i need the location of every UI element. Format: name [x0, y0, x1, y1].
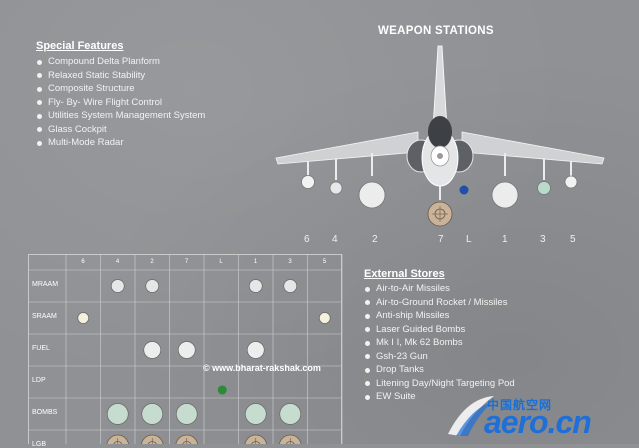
column-header: 5 [322, 259, 327, 265]
store-icon-fuel-tank [246, 341, 265, 359]
store-icon-lgb [244, 434, 267, 444]
store-icon-fuel-tank [177, 341, 196, 359]
feature-item: Compound Delta Planform [36, 55, 205, 69]
aero-logo-wing-icon [448, 396, 494, 436]
store-item: Anti-ship Missiles [364, 309, 515, 323]
row-label: LDP [32, 377, 46, 384]
column-header: 1 [253, 259, 258, 265]
feature-item: Composite Structure [36, 82, 205, 96]
store-icon-bomb [141, 403, 164, 425]
store-icon-mraam [145, 279, 160, 293]
special-features-list: Compound Delta Planform Relaxed Static S… [36, 55, 205, 150]
station-number: 3 [540, 234, 546, 245]
store-icon-mraam [248, 279, 263, 293]
store-icon-sraam [318, 312, 331, 324]
feature-item: Fly- By- Wire Flight Control [36, 96, 205, 110]
store-item: EW Suite [364, 390, 515, 404]
row-label: MRAAM [32, 281, 59, 288]
column-header: 3 [288, 259, 292, 265]
watermark-text: © www.bharat-rakshak.com [203, 363, 321, 373]
store-icon-sraam [77, 312, 90, 324]
store-icon-ldp [217, 385, 227, 395]
row-label: BOMBS [32, 409, 58, 416]
station-number: 4 [332, 234, 338, 245]
aircraft-front-view [275, 45, 605, 227]
special-features-section: Special Features Compound Delta Planform… [36, 40, 205, 150]
special-features-title: Special Features [36, 40, 124, 52]
column-header: 2 [150, 259, 154, 265]
logo-english-text: aero.cn [484, 404, 592, 440]
store-icon-lgb [106, 434, 129, 444]
logo-chinese-text: 中国航空网 [487, 398, 553, 412]
store-icon-lgb [175, 434, 198, 444]
row-label: SRAAM [32, 313, 57, 320]
store-item: Litening Day/Night Targeting Pod [364, 377, 515, 391]
external-stores-title: External Stores [364, 268, 445, 280]
store-icon-bomb [106, 403, 129, 425]
store-icon-bomb [175, 403, 198, 425]
column-header: 6 [81, 259, 85, 265]
column-header: 7 [184, 259, 189, 265]
row-label: FUEL [32, 345, 50, 352]
store-icon-mraam [283, 279, 298, 293]
station-number: 7 [438, 234, 444, 245]
store-item: Laser Guided Bombs [364, 323, 515, 337]
station-number: 6 [304, 234, 310, 245]
weapon-stations-title: WEAPON STATIONS [378, 25, 494, 37]
station-number: 1 [502, 234, 508, 245]
store-icon-lgb [279, 434, 302, 444]
loadout-grid [28, 254, 343, 444]
station-number: 2 [372, 234, 378, 245]
station-number: 5 [570, 234, 576, 245]
store-icon-mraam [110, 279, 125, 293]
store-item: Drop Tanks [364, 363, 515, 377]
external-stores-list: Air-to-Air Missiles Air-to-Ground Rocket… [364, 282, 515, 404]
station-number: L [466, 234, 472, 245]
feature-item: Multi-Mode Radar [36, 136, 205, 150]
external-stores-section: External Stores Air-to-Air Missiles Air-… [364, 268, 515, 404]
store-item: Air-to-Air Missiles [364, 282, 515, 296]
row-label: LGB [32, 441, 47, 448]
store-icon-bomb [244, 403, 267, 425]
feature-item: Glass Cockpit [36, 123, 205, 137]
feature-item: Utilities System Management System [36, 109, 205, 123]
store-item: Mk I I, Mk 62 Bombs [364, 336, 515, 350]
store-icon-bomb [279, 403, 302, 425]
store-icon-fuel-tank [143, 341, 162, 359]
feature-item: Relaxed Static Stability [36, 69, 205, 83]
column-header: L [219, 259, 223, 265]
store-item: Gsh-23 Gun [364, 350, 515, 364]
column-header: 4 [115, 259, 120, 265]
store-item: Air-to-Ground Rocket / Missiles [364, 296, 515, 310]
table-border [28, 254, 342, 444]
store-icon-lgb [141, 434, 164, 444]
